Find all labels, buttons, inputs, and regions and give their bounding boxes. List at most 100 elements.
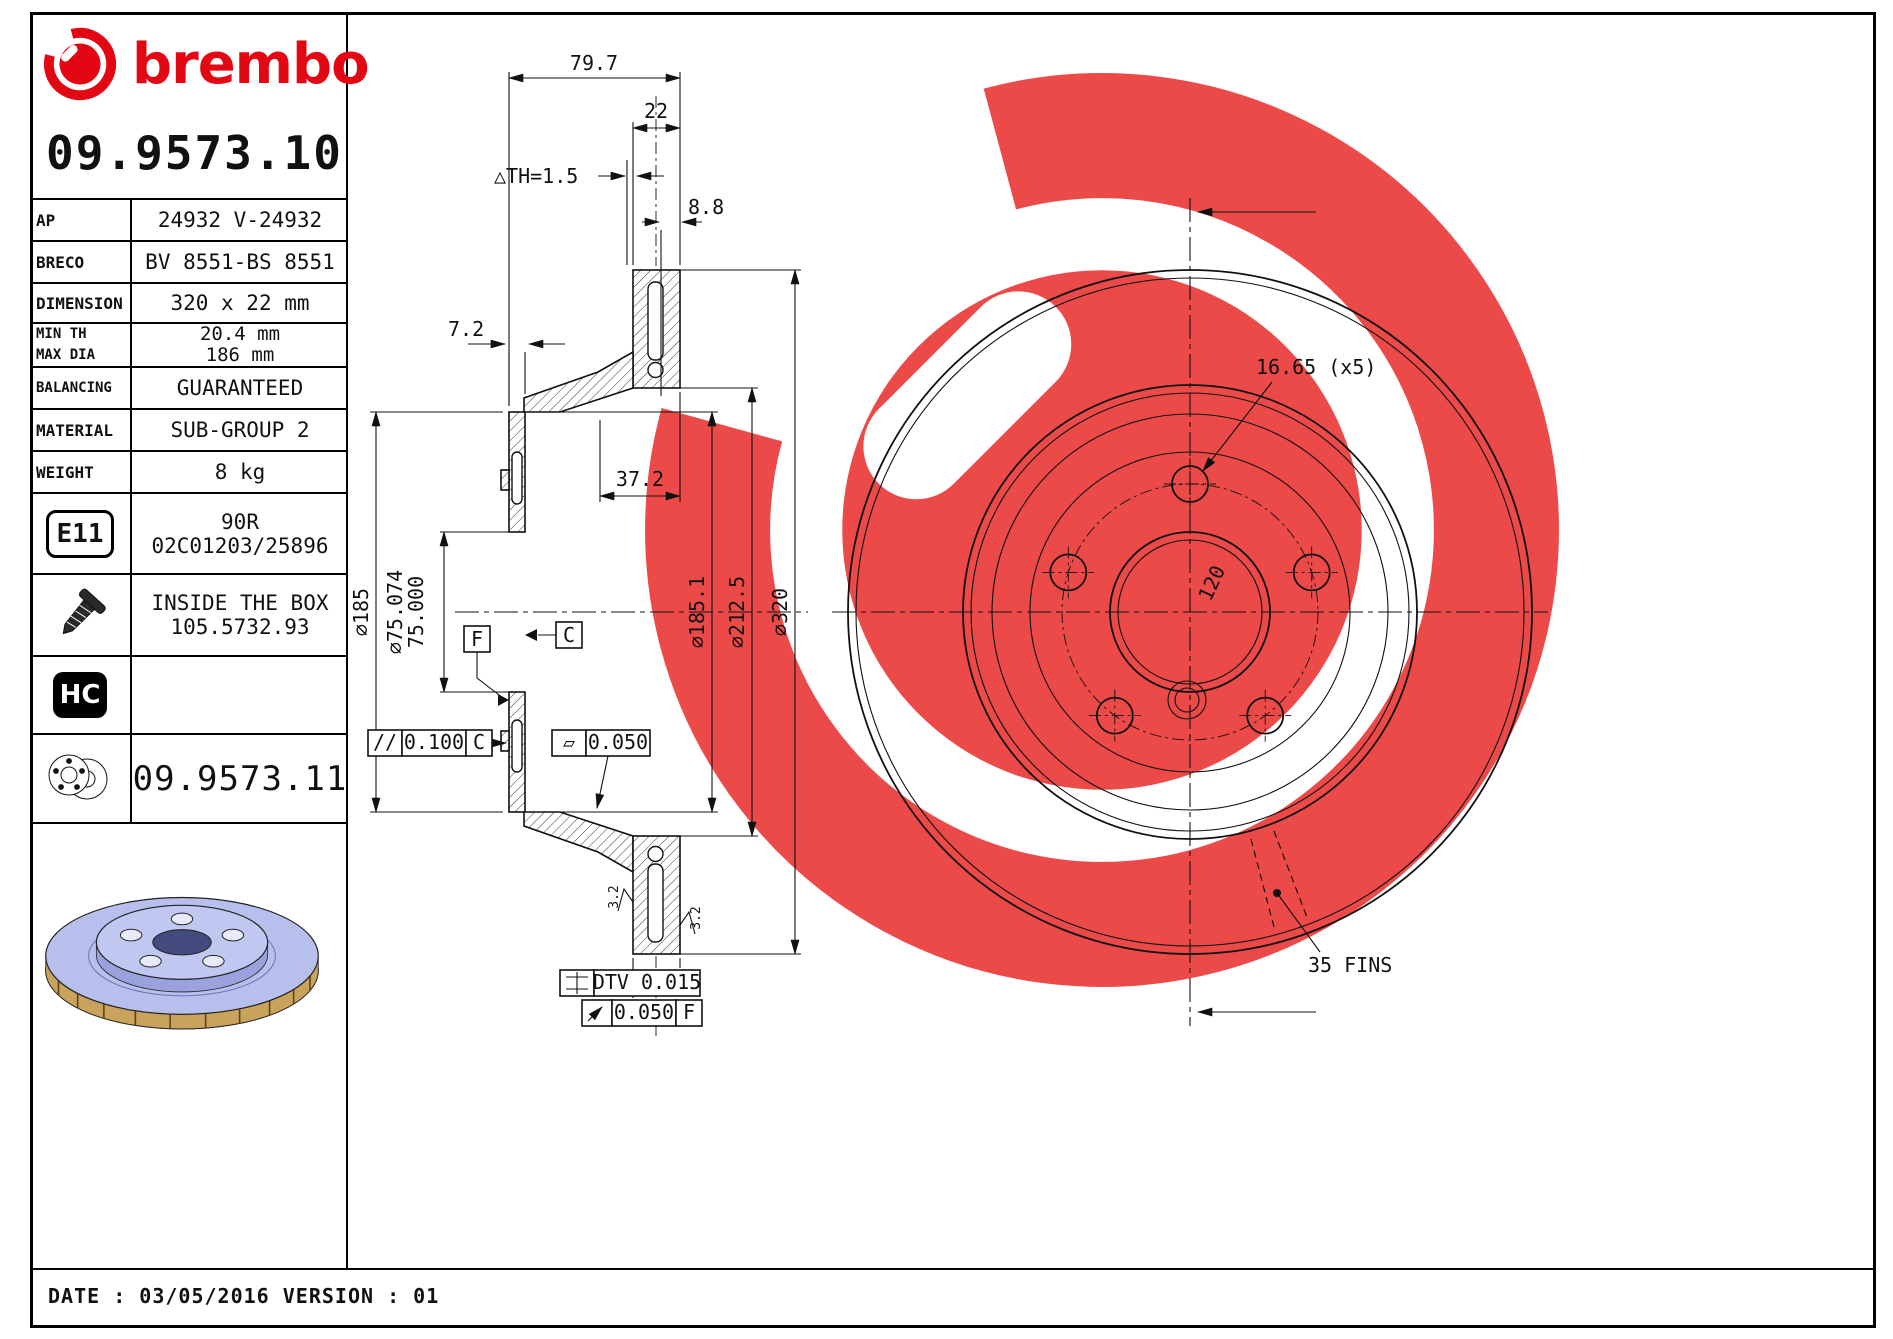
runout-value: 0.050 [614, 1000, 674, 1024]
dim-pad-offset-label: 8.8 [688, 195, 724, 219]
fin-line-2 [1250, 838, 1276, 932]
spec-value: 186 mm [205, 344, 275, 366]
hc-badge-cell: HC [30, 657, 132, 733]
spec-value: 8 kg [214, 460, 266, 484]
disc-pair-icon [48, 754, 108, 799]
vent-hole-top [647, 361, 664, 379]
brembo-logo-mark-icon [42, 26, 118, 102]
band-inner-chamfer-circle [970, 392, 1410, 832]
spec-label: MIN TH [30, 324, 132, 344]
roughness-right-label: 3.2 [689, 906, 704, 929]
roughness-left-label: 3.2 [607, 885, 622, 908]
dtv-value: DTV 0.015 [593, 970, 701, 994]
spec-label: AP [30, 200, 132, 240]
fin-ticks [57, 975, 311, 1029]
spec-value: 20.4 mm [199, 323, 281, 345]
spec-value: 90R 02C01203/25896 [132, 494, 348, 573]
paired-part-number: 09.9573.11 [132, 758, 348, 799]
roughness-mark-right: 3.2 [679, 906, 704, 935]
tolerance-parallelism: // 0.100 C [367, 729, 508, 757]
spec-label: WEIGHT [30, 452, 132, 492]
spec-table: AP 24932 V-24932 BRECO BV 8551-BS 8551 D… [30, 198, 348, 824]
outer-diameter-circle [847, 269, 1533, 955]
front-view: 16.65 (x5) 120 35 FINS [832, 198, 1548, 1026]
spec-value: BV 8551-BS 8551 [145, 250, 335, 274]
isometric-disc-image [45, 896, 319, 1030]
bolt-slot-bottom [511, 719, 523, 773]
dia-outer-label: ⌀320 [768, 588, 792, 636]
spec-value [132, 657, 348, 733]
spec-row-material: MATERIAL SUB-GROUP 2 [30, 408, 348, 450]
center-bore-circle [1109, 531, 1271, 693]
vent-slot-top [647, 281, 664, 361]
tolerance-flatness: ▱ 0.050 [551, 729, 651, 810]
spec-label: MATERIAL [30, 410, 132, 450]
center-bore-chamfer-circle [1117, 539, 1263, 685]
e11-badge: E11 [45, 509, 115, 558]
dim-flange-th-label: 7.2 [448, 317, 484, 341]
cross-section-view: 79.7 22 △TH=1.5 8.8 7.2 3 [349, 51, 808, 1036]
iso-bolt-holes [119, 912, 245, 968]
outer-chamfer-circle [855, 277, 1525, 947]
roughness-mark-left: 3.2 [607, 885, 634, 912]
spec-label: BRECO [30, 242, 132, 282]
tolerance-dtv: DTV 0.015 [559, 969, 701, 997]
dim-min-th-label: △TH=1.5 [494, 164, 578, 188]
dia-bore-lower-label: 75.000 [404, 576, 428, 648]
brembo-logo-text: brembo [132, 31, 370, 97]
flatness-value: 0.050 [588, 730, 648, 754]
homologation-line1: 90R [221, 509, 259, 534]
vent-slot-bottom [647, 863, 664, 943]
spec-label: MAX DIA [30, 344, 132, 366]
spec-value: 24932 V-24932 [157, 208, 323, 232]
spec-row-paired-part: 09.9573.11 [30, 733, 348, 822]
page-frame [30, 12, 1876, 1328]
dia-bore-upper-label: ⌀75.074 [383, 570, 407, 654]
hat-flange-circle [991, 413, 1389, 811]
spec-row-max-dia: MAX DIA 186 mm [30, 344, 348, 366]
dim-hat-depth-label: 37.2 [616, 467, 664, 491]
spec-row-ap: AP 24932 V-24932 [30, 198, 348, 240]
adjuster-hole-outer [1167, 680, 1207, 720]
runout-symbol-icon [587, 1006, 603, 1022]
datum-f-label: F [471, 627, 483, 651]
part-number: 09.9573.10 [46, 126, 343, 180]
dia-band-inner-label: ⌀212.5 [725, 576, 749, 648]
spec-value: INSIDE THE BOX 105.5732.93 [132, 575, 348, 655]
datum-c-triangle [525, 629, 537, 641]
dia-hat-inner-label: ⌀185.1 [685, 576, 709, 648]
spec-label: DIMENSION [30, 284, 132, 322]
sidebar-separator [346, 12, 348, 1268]
spec-label: BALANCING [30, 368, 132, 408]
spec-row-hc: HC [30, 655, 348, 733]
mounting-face-boss-top [500, 469, 510, 491]
bolt-slot-top [511, 451, 523, 505]
screw-icon-cell [30, 575, 132, 655]
disc-pair-icon-cell [30, 735, 132, 822]
iso-center-bore [152, 929, 212, 956]
datum-c-flag [555, 621, 583, 649]
spec-value: SUB-GROUP 2 [170, 418, 310, 442]
spec-value: GUARANTEED [176, 376, 304, 400]
hat-step-circle [1029, 451, 1351, 773]
tolerance-runout: 0.050 F [581, 999, 703, 1027]
dtv-symbol-icon [566, 972, 588, 994]
dim-bolt-holes-label: 16.65 (x5) [1256, 355, 1376, 379]
datum-f-flag [463, 625, 491, 653]
bolt-holes [1042, 458, 1338, 742]
spec-row-inside-box: INSIDE THE BOX 105.5732.93 [30, 573, 348, 655]
spec-value: 320 x 22 mm [170, 291, 310, 315]
vent-hole-bottom [647, 845, 664, 863]
homologation-badge-cell: E11 [30, 494, 132, 573]
inside-box-line1: INSIDE THE BOX [151, 591, 329, 615]
datum-c-label: C [563, 623, 575, 647]
spec-row-breco: BRECO BV 8551-BS 8551 [30, 240, 348, 282]
dim-overall-width-label: 79.7 [570, 51, 618, 75]
homologation-line2: 02C01203/25896 [151, 533, 329, 558]
parallelism-value: 0.100 [404, 730, 464, 754]
spec-row-homologation: E11 90R 02C01203/25896 [30, 492, 348, 573]
parallelism-datum: C [473, 730, 485, 754]
fins-label: 35 FINS [1308, 953, 1392, 977]
